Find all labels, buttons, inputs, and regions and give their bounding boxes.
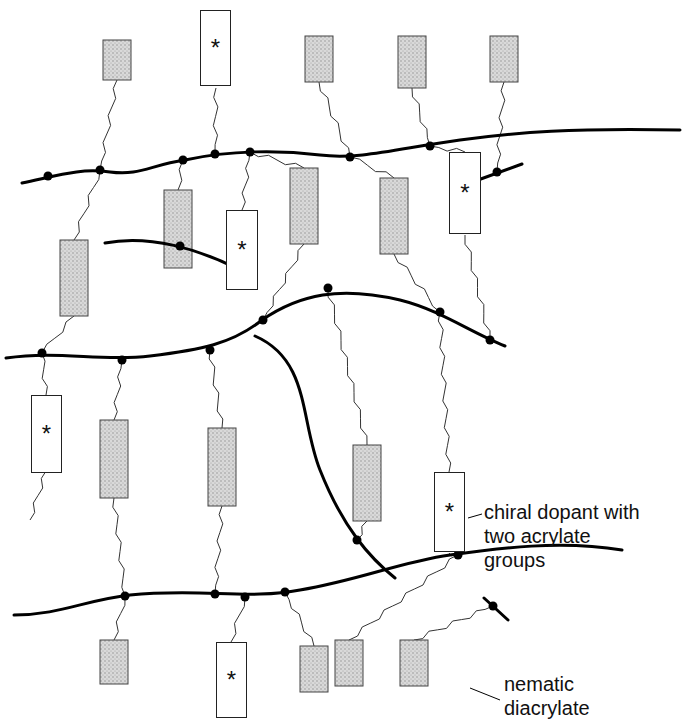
flexible-spacer xyxy=(242,152,250,210)
flexible-spacer xyxy=(113,498,125,596)
nematic-mesogen xyxy=(103,40,131,80)
flexible-spacer xyxy=(412,88,430,146)
flexible-spacer xyxy=(42,316,74,353)
nematic-mesogen xyxy=(164,190,192,268)
flexible-spacer xyxy=(438,312,450,472)
nematic-mesogen xyxy=(335,640,363,686)
flexible-spacer xyxy=(215,506,223,594)
flexible-spacer xyxy=(213,88,218,154)
nematic-mesogen xyxy=(290,168,318,244)
flexible-spacer xyxy=(497,82,505,172)
nematic-mesogen xyxy=(400,640,428,686)
flexible-spacer xyxy=(414,606,493,640)
nematic-mesogen xyxy=(300,646,328,692)
flexible-spacer xyxy=(178,160,183,190)
chiral-dopant-box: * xyxy=(449,152,481,234)
chirality-mark: * xyxy=(445,500,454,524)
flexible-spacer xyxy=(349,555,458,640)
flexible-spacer xyxy=(114,360,122,420)
flexible-spacer xyxy=(231,597,245,642)
flexible-spacer xyxy=(114,596,125,640)
flexible-spacer xyxy=(30,471,46,520)
nematic-mesogen xyxy=(100,420,128,498)
polymer-backbone xyxy=(6,129,680,620)
chiral-dopant-box: * xyxy=(31,395,62,473)
nematic-mesogen xyxy=(353,445,381,521)
flexible-spacer xyxy=(42,353,47,395)
callout-label: chiral dopant with two acrylate groups xyxy=(484,500,644,572)
crosslink-dots xyxy=(38,142,502,611)
chirality-mark: * xyxy=(237,238,246,262)
chirality-mark: * xyxy=(460,181,469,205)
chiral-dopant-box: * xyxy=(226,210,258,290)
nematic-mesogen xyxy=(398,36,426,88)
flexible-spacer xyxy=(350,157,394,178)
nematic-mesogen xyxy=(60,240,88,316)
nematic-mesogen xyxy=(380,178,408,254)
nematic-mesogen xyxy=(305,36,333,82)
callout-label: nematic diacrylate xyxy=(504,672,634,720)
chiral-dopant-box: * xyxy=(216,642,247,718)
flexible-spacer xyxy=(100,80,117,170)
flexible-spacer xyxy=(250,152,304,168)
flexible-spacer xyxy=(465,235,490,340)
chiral-dopant-box: * xyxy=(434,472,465,552)
chiral-dopant-box: * xyxy=(200,10,231,86)
nematic-mesogen xyxy=(100,640,128,684)
chirality-mark: * xyxy=(227,668,236,692)
flexible-spacer xyxy=(394,254,440,312)
nematic-mesogen xyxy=(208,428,236,506)
flexible-spacer xyxy=(328,288,367,445)
flexible-spacer xyxy=(319,82,350,157)
nematic-mesogen xyxy=(490,36,518,82)
chirality-mark: * xyxy=(42,422,51,446)
flexible-spacer xyxy=(285,592,314,646)
flexible-spacer xyxy=(74,170,100,240)
chirality-mark: * xyxy=(211,36,220,60)
flexible-spacer xyxy=(209,350,223,428)
